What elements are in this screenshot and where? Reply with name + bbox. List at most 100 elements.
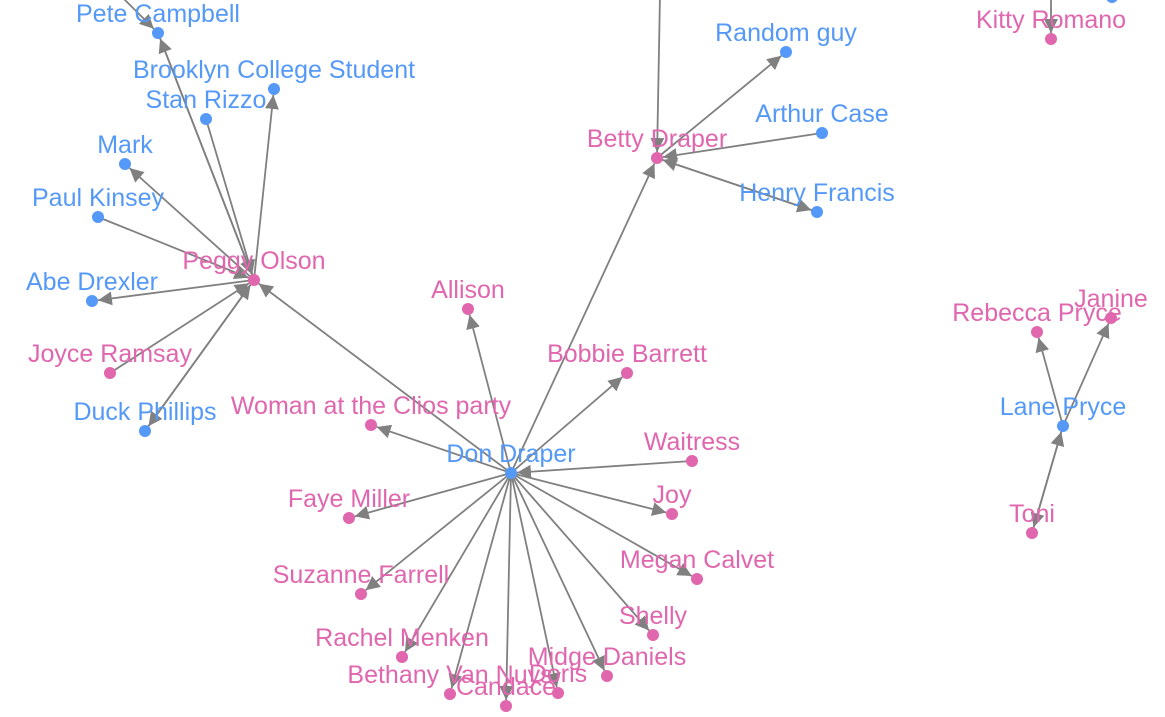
node-megan[interactable]: [691, 573, 703, 585]
node-label-toni: Toni: [1009, 500, 1055, 528]
node-label-kitty: Kitty Romano: [976, 6, 1126, 34]
node-label-allison: Allison: [431, 276, 505, 304]
node-label-midge: Midge Daniels: [528, 643, 686, 671]
edge-waitress-don: [516, 460, 693, 479]
node-shelly[interactable]: [647, 629, 659, 641]
node-label-doris: Doris: [529, 660, 587, 688]
edge-don-megan: [510, 472, 693, 577]
node-betty[interactable]: [651, 152, 663, 164]
edge-arthur-betty: [662, 132, 823, 162]
node-bethany[interactable]: [444, 688, 456, 700]
node-janine[interactable]: [1105, 312, 1117, 324]
node-faye[interactable]: [343, 512, 355, 524]
node-label-paul: Paul Kinsey: [32, 184, 165, 212]
node-label-suzanne: Suzanne Farrell: [273, 561, 449, 589]
edge-lane-janine: [1062, 323, 1110, 427]
node-joyce[interactable]: [104, 367, 116, 379]
node-label-rachel: Rachel Menken: [315, 624, 489, 652]
nodes-layer: [86, 0, 1118, 712]
node-label-joyce: Joyce Ramsay: [28, 340, 192, 368]
node-offscreen: [1106, 0, 1118, 3]
node-rebecca[interactable]: [1031, 326, 1043, 338]
node-kitty[interactable]: [1045, 33, 1057, 45]
node-label-pete: Pete Campbell: [76, 0, 240, 28]
node-label-lane: Lane Pryce: [1000, 393, 1126, 421]
edge-don-betty: [510, 163, 656, 474]
node-label-rebecca: Rebecca Pryce: [952, 299, 1122, 327]
edge-don-suzanne: [365, 472, 512, 591]
edge-toni-lane: [1031, 431, 1065, 534]
node-toni[interactable]: [1026, 527, 1038, 539]
edge-don-bobbie: [510, 376, 624, 474]
edges-layer: [97, 0, 1110, 701]
node-label-shelly: Shelly: [619, 602, 688, 630]
node-waitress[interactable]: [686, 455, 698, 467]
edge-lane-rebecca: [1035, 337, 1064, 427]
node-label-arthur: Arthur Case: [755, 100, 888, 128]
edge-peggy-brooklyn: [253, 94, 279, 281]
edge-don-faye: [354, 472, 512, 520]
node-label-joy: Joy: [653, 481, 692, 509]
edge-don-doris: [510, 472, 561, 688]
node-bobbie[interactable]: [621, 367, 633, 379]
node-label-candace: Candace: [456, 673, 556, 701]
edge-don-joy: [510, 472, 667, 516]
edge-don-midge: [510, 472, 606, 671]
edge-don-peggy: [258, 282, 512, 474]
node-label-waitress: Waitress: [644, 428, 740, 456]
node-lane[interactable]: [1057, 420, 1069, 432]
edge-don-shelly: [510, 472, 650, 632]
node-label-janine: Janine: [1074, 285, 1148, 313]
node-label-woman: Woman at the Clios party: [231, 392, 512, 420]
node-doris[interactable]: [552, 687, 564, 699]
node-candace[interactable]: [500, 700, 512, 712]
edge-don-woman: [376, 424, 512, 474]
node-pete[interactable]: [152, 27, 164, 39]
node-suzanne[interactable]: [355, 588, 367, 600]
node-henry[interactable]: [811, 206, 823, 218]
node-random[interactable]: [780, 46, 792, 58]
node-label-duck: Duck Phillips: [73, 398, 216, 426]
node-label-bobbie: Bobbie Barrett: [547, 340, 707, 368]
node-don[interactable]: [505, 467, 517, 479]
node-label-betty: Betty Draper: [587, 125, 727, 153]
edge-betty-random: [656, 55, 782, 159]
node-label-peggy: Peggy Olson: [182, 247, 325, 275]
edge-pete-peggy: [157, 32, 254, 275]
node-allison[interactable]: [462, 303, 474, 315]
edge-don-rachel: [404, 472, 512, 653]
edge-henry-betty: [662, 157, 818, 213]
edge-don-bethany: [448, 472, 512, 689]
node-rachel[interactable]: [396, 651, 408, 663]
node-label-don: Don Draper: [446, 440, 575, 468]
node-midge[interactable]: [601, 670, 613, 682]
node-peggy[interactable]: [248, 274, 260, 286]
node-label-megan: Megan Calvet: [620, 546, 774, 574]
node-paul[interactable]: [92, 211, 104, 223]
node-stan[interactable]: [200, 113, 212, 125]
node-joy[interactable]: [666, 508, 678, 520]
edge-stan-peggy: [205, 118, 255, 275]
node-abe[interactable]: [86, 295, 98, 307]
edge-peggy-duck: [147, 279, 255, 427]
node-label-bethany: Bethany Van Nuys: [347, 661, 552, 689]
node-woman[interactable]: [365, 419, 377, 431]
node-label-abe: Abe Drexler: [26, 268, 158, 296]
node-brooklyn[interactable]: [268, 83, 280, 95]
edge-don-allison: [466, 314, 512, 474]
edge-don-candace: [499, 472, 514, 701]
node-duck[interactable]: [139, 425, 151, 437]
node-label-random: Random guy: [715, 19, 857, 47]
edge-joyce-peggy: [109, 282, 250, 374]
node-label-mark: Mark: [97, 131, 153, 159]
edge-offB-betty: [650, 0, 665, 153]
edge-peggy-mark: [128, 167, 255, 281]
node-label-stan: Stan Rizzo: [146, 86, 267, 114]
edge-offA-pete: [123, 0, 155, 30]
edge-peggy-abe: [97, 279, 255, 306]
node-arthur[interactable]: [816, 127, 828, 139]
node-mark[interactable]: [119, 158, 131, 170]
edge-paul-peggy: [97, 216, 249, 280]
